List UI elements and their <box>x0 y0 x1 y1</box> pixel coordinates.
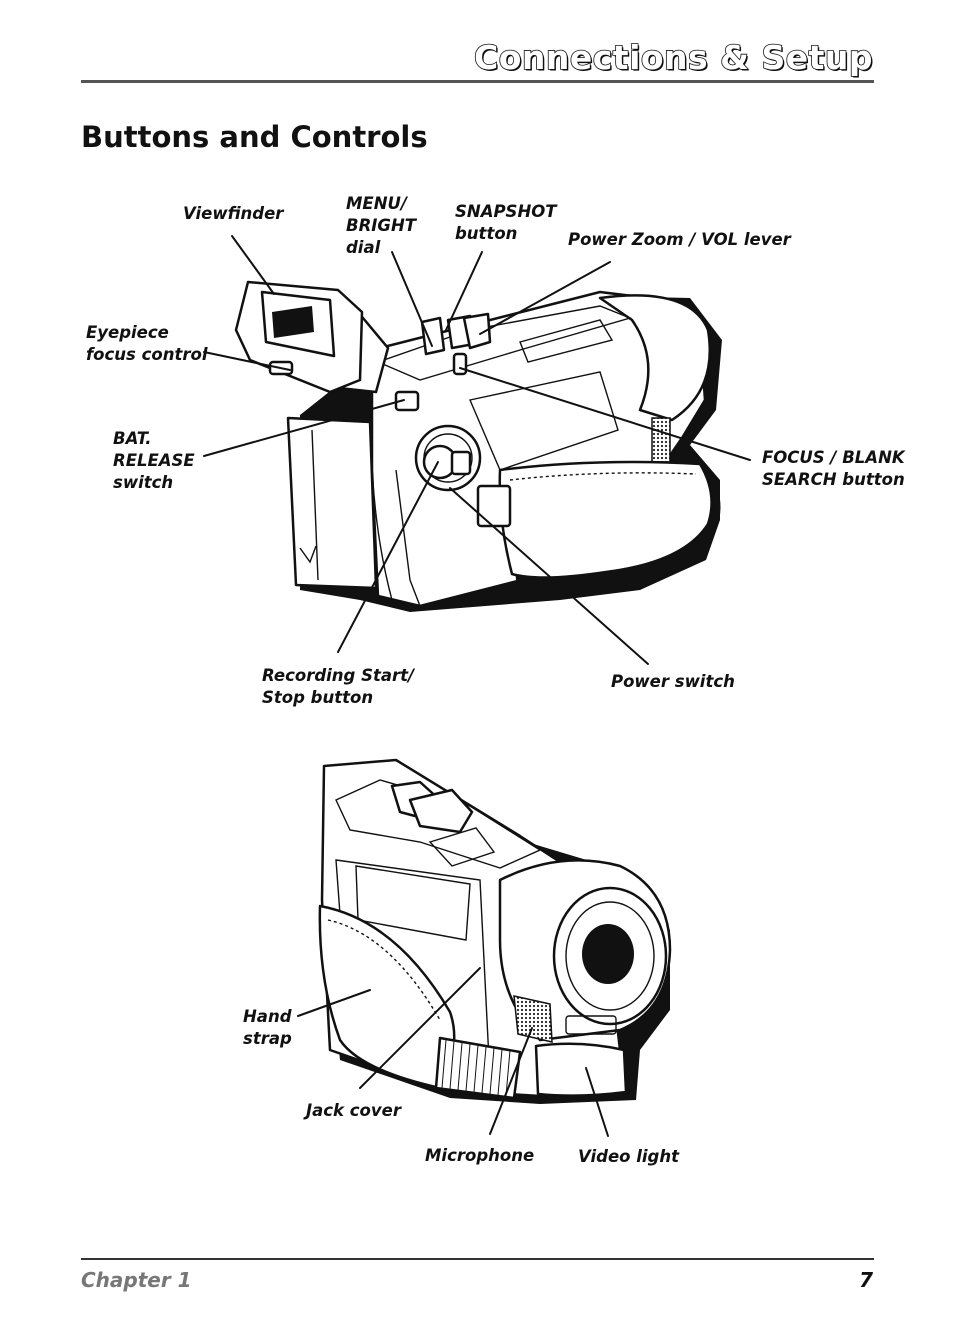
label-viewfinder: Viewfinder <box>183 204 284 223</box>
focus-button <box>452 352 468 376</box>
label-recording-start-stop-button: Recording Start/ Stop button <box>262 666 415 707</box>
section-title: Connections & Setup <box>473 37 873 78</box>
microphone-grille <box>513 995 553 1043</box>
label-hand-strap: Hand strap <box>243 1007 292 1048</box>
battery-pack <box>286 416 378 590</box>
camcorder-front-view <box>318 758 672 1104</box>
bat-release <box>394 390 420 412</box>
top-callout-lines <box>203 235 751 665</box>
label-power-zoom-vol-lever: Power Zoom / VOL lever <box>568 230 791 249</box>
label-bat-release-switch: BAT. RELEASE switch <box>113 429 195 492</box>
video-light <box>534 1042 628 1097</box>
label-microphone: Microphone <box>425 1146 535 1165</box>
hand-strap-top <box>498 460 713 579</box>
header-rule <box>81 80 874 83</box>
bottom-callout-lines <box>297 967 609 1137</box>
label-menu-bright-dial: MENU/ BRIGHT dial <box>346 194 417 257</box>
footer-chapter: Chapter 1 <box>81 1268 192 1292</box>
footer-page-number: 7 <box>859 1268 873 1292</box>
page-heading: Buttons and Controls <box>81 120 428 154</box>
lens-glass <box>582 924 634 984</box>
label-eyepiece-focus-control: Eyepiece focus control <box>86 323 208 364</box>
label-snapshot-button: SNAPSHOT button <box>455 202 557 243</box>
camcorder-rear-view <box>234 280 722 612</box>
lens-barrel <box>598 294 712 422</box>
speaker-grille <box>651 417 671 463</box>
footer-rule <box>81 1258 874 1260</box>
zoom-lever <box>462 312 492 350</box>
menu-dial <box>420 316 446 356</box>
label-power-switch: Power switch <box>611 672 735 691</box>
label-jack-cover: Jack cover <box>306 1101 401 1120</box>
label-focus-blank-search-button: FOCUS / BLANK SEARCH button <box>762 448 905 489</box>
label-video-light: Video light <box>578 1147 679 1166</box>
